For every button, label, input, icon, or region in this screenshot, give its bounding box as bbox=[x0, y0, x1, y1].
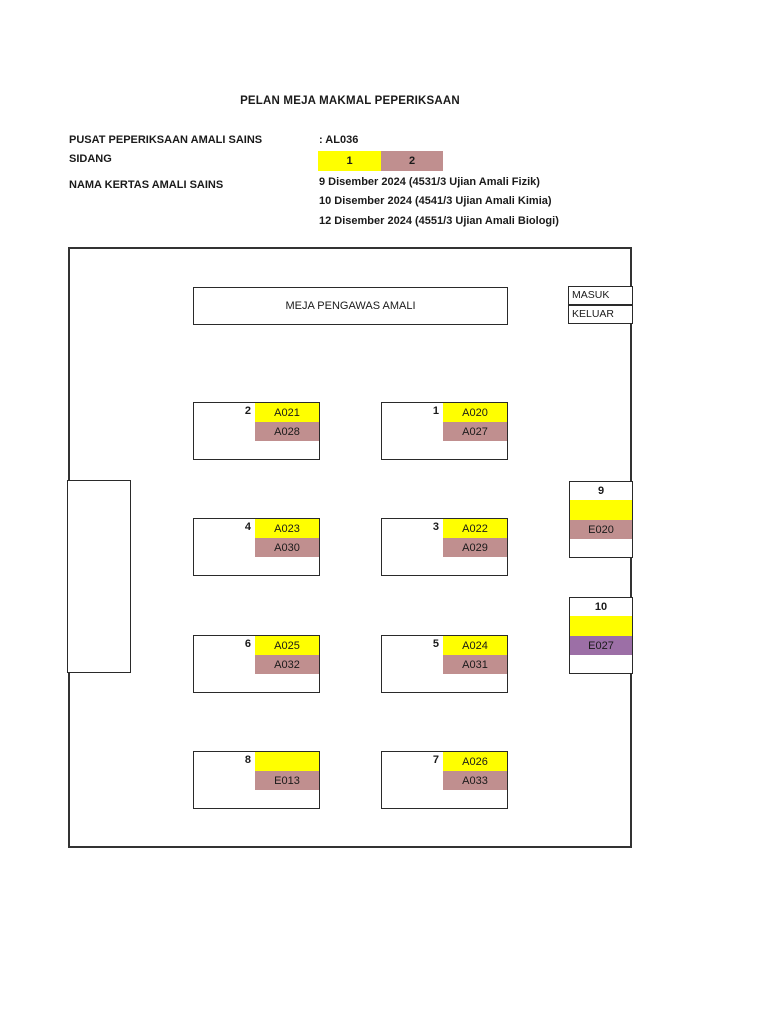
exam-desk-4: 4 A023 A030 bbox=[193, 518, 320, 576]
side-desk-10: 10 E027 bbox=[569, 597, 633, 674]
seat-session2: E020 bbox=[570, 520, 632, 539]
exam-desk-7: 7 A026 A033 bbox=[381, 751, 508, 809]
desk-number: 1 bbox=[432, 405, 439, 417]
session-2-cell: 2 bbox=[381, 151, 443, 171]
door-exit: KELUAR bbox=[568, 305, 633, 324]
centre-label: PUSAT PEPERIKSAAN AMALI SAINS bbox=[69, 134, 263, 146]
paper-line-2: 10 Disember 2024 (4541/3 Ujian Amali Kim… bbox=[319, 195, 552, 207]
centre-value: : AL036 bbox=[319, 134, 359, 146]
seat-session1: A022 bbox=[443, 519, 507, 538]
seat-session1: A024 bbox=[443, 636, 507, 655]
seat-session1: A021 bbox=[255, 403, 319, 422]
seat-session2: A031 bbox=[443, 655, 507, 674]
exam-desk-5: 5 A024 A031 bbox=[381, 635, 508, 693]
desk-number: 8 bbox=[244, 754, 251, 766]
supervisor-desk: MEJA PENGAWAS AMALI bbox=[193, 287, 508, 325]
seat-session1: A026 bbox=[443, 752, 507, 771]
door-entry: MASUK bbox=[568, 286, 633, 305]
side-bench bbox=[67, 480, 131, 673]
seat-session2: E027 bbox=[570, 636, 632, 655]
seat-session2: A030 bbox=[255, 538, 319, 557]
seat-session2: A033 bbox=[443, 771, 507, 790]
seat-session2: A032 bbox=[255, 655, 319, 674]
exam-desk-6: 6 A025 A032 bbox=[193, 635, 320, 693]
desk-number: 7 bbox=[432, 754, 439, 766]
session-label: SIDANG bbox=[69, 153, 112, 165]
lab-room-outline bbox=[68, 247, 632, 848]
side-desk-9: 9 E020 bbox=[569, 481, 633, 558]
exam-desk-8: 8 E013 bbox=[193, 751, 320, 809]
desk-number: 2 bbox=[244, 405, 251, 417]
seat-session2: A029 bbox=[443, 538, 507, 557]
seat-session1 bbox=[570, 616, 632, 636]
seat-session2: E013 bbox=[255, 771, 319, 790]
seat-session1: A020 bbox=[443, 403, 507, 422]
exam-desk-2: 2 A021 A028 bbox=[193, 402, 320, 460]
papers-label: NAMA KERTAS AMALI SAINS bbox=[69, 179, 224, 191]
seat-session1: A025 bbox=[255, 636, 319, 655]
seat-session1: A023 bbox=[255, 519, 319, 538]
desk-number: 9 bbox=[597, 485, 605, 497]
session-1-cell: 1 bbox=[318, 151, 381, 171]
supervisor-desk-label: MEJA PENGAWAS AMALI bbox=[285, 300, 416, 312]
paper-line-3: 12 Disember 2024 (4551/3 Ujian Amali Bio… bbox=[319, 215, 559, 227]
desk-number: 10 bbox=[594, 601, 608, 613]
page-title: PELAN MEJA MAKMAL PEPERIKSAAN bbox=[240, 95, 460, 107]
exam-desk-1: 1 A020 A027 bbox=[381, 402, 508, 460]
desk-number: 5 bbox=[432, 638, 439, 650]
desk-number: 4 bbox=[244, 521, 251, 533]
desk-number: 6 bbox=[244, 638, 251, 650]
paper-line-1: 9 Disember 2024 (4531/3 Ujian Amali Fizi… bbox=[319, 176, 540, 188]
seat-session1 bbox=[255, 752, 319, 771]
exam-desk-3: 3 A022 A029 bbox=[381, 518, 508, 576]
seat-session2: A028 bbox=[255, 422, 319, 441]
desk-number: 3 bbox=[432, 521, 439, 533]
seat-session2: A027 bbox=[443, 422, 507, 441]
seat-session1 bbox=[570, 500, 632, 520]
